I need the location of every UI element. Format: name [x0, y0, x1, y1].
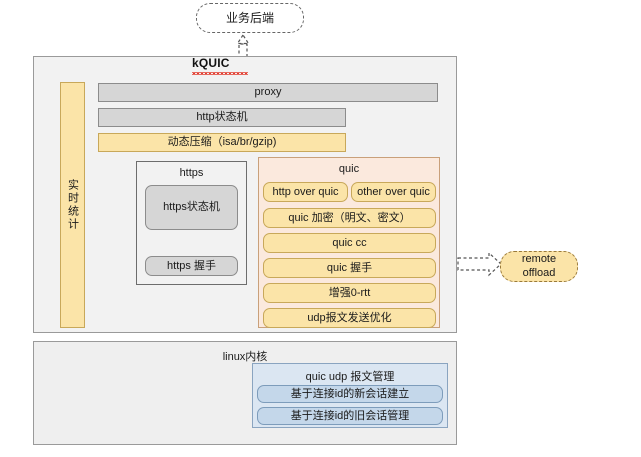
https-handshake-box[interactable]: https 握手	[145, 256, 238, 276]
quic-udp-management-title: quic udp 报文管理	[305, 371, 395, 383]
kquic-title-label: kQUIC	[192, 56, 230, 70]
backend-node[interactable]: 业务后端	[196, 3, 304, 33]
remote-offload-node[interactable]: remote offload	[500, 251, 578, 282]
https-handshake-label: https 握手	[167, 259, 216, 272]
https-state-machine-box[interactable]: https状态机	[145, 185, 238, 230]
new-session-by-connid-box[interactable]: 基于连接id的新会话建立	[257, 385, 443, 403]
enhanced-0rtt-label: 增强0-rtt	[328, 286, 371, 299]
enhanced-0rtt-box[interactable]: 增强0-rtt	[263, 283, 436, 303]
bar-dynamic-compression-label: 动态压缩（isa/br/gzip)	[167, 136, 277, 149]
spellcheck-underline-icon	[192, 72, 248, 75]
udp-send-optimization-box[interactable]: udp报文发送优化	[263, 308, 436, 328]
realtime-stats-bar[interactable]: 实时统计	[60, 82, 85, 328]
remote-offload-label-line1: remote	[521, 252, 557, 265]
https-state-machine-label: https状态机	[163, 201, 220, 214]
other-over-quic-box[interactable]: other over quic	[351, 182, 436, 202]
other-over-quic-label: other over quic	[357, 185, 430, 198]
linux-kernel-title: linux内核	[222, 351, 268, 363]
quic-encryption-label: quic 加密（明文、密文）	[288, 211, 411, 224]
quic-cc-label: quic cc	[332, 236, 367, 249]
http-over-quic-label: http over quic	[272, 185, 339, 198]
old-session-by-connid-box[interactable]: 基于连接id的旧会话管理	[257, 407, 443, 425]
new-session-by-connid-label: 基于连接id的新会话建立	[290, 387, 410, 400]
bar-proxy[interactable]: proxy	[98, 83, 438, 102]
bar-dynamic-compression[interactable]: 动态压缩（isa/br/gzip)	[98, 133, 346, 152]
remote-offload-label-line2: offload	[522, 266, 556, 279]
backend-node-label: 业务后端	[225, 10, 274, 25]
backend-arrow	[236, 33, 250, 59]
quic-cc-box[interactable]: quic cc	[263, 233, 436, 253]
old-session-by-connid-label: 基于连接id的旧会话管理	[290, 409, 410, 422]
quic-handshake-box[interactable]: quic 握手	[263, 258, 436, 278]
bar-http-state-machine[interactable]: http状态机	[98, 108, 346, 127]
https-group-title: https	[179, 167, 204, 179]
quic-encryption-box[interactable]: quic 加密（明文、密文）	[263, 208, 436, 228]
offload-arrow	[457, 252, 502, 277]
kquic-title: kQUIC	[192, 56, 248, 75]
bar-proxy-label: proxy	[254, 86, 282, 99]
quic-group-title: quic	[338, 163, 360, 175]
http-over-quic-box[interactable]: http over quic	[263, 182, 348, 202]
quic-handshake-label: quic 握手	[326, 261, 373, 274]
realtime-stats-label: 实时统计	[66, 179, 79, 231]
udp-send-optimization-label: udp报文发送优化	[307, 311, 392, 324]
bar-http-state-machine-label: http状态机	[196, 111, 248, 124]
